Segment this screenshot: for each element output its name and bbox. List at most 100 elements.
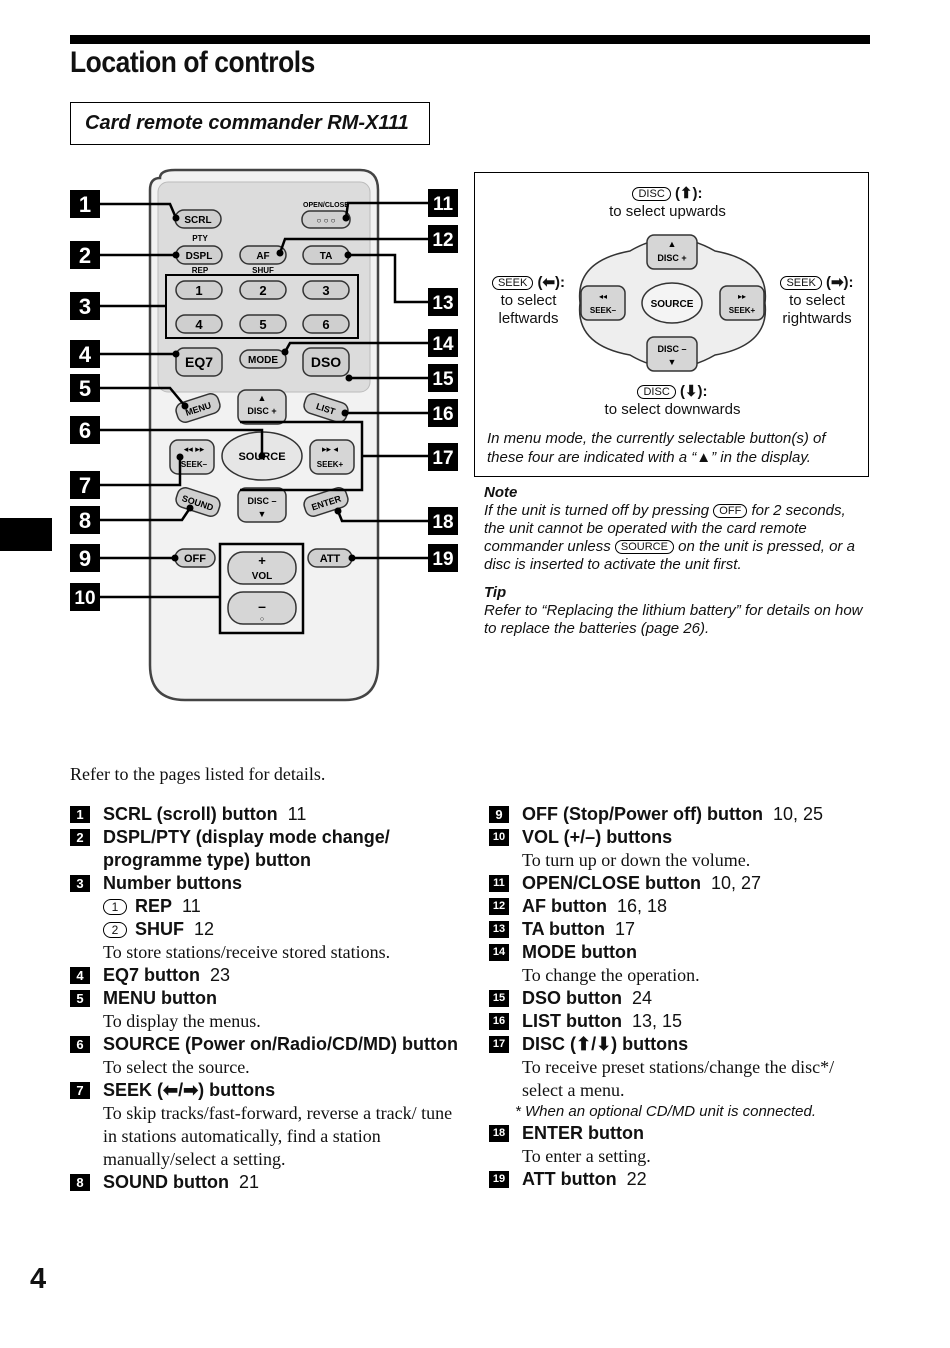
att-label: ATT [320, 553, 341, 565]
af-button [239, 245, 287, 265]
af-label: AF [256, 251, 269, 262]
up-arrow: (⬆): [674, 185, 703, 202]
note-section: Note If the unit is turned off by pressi… [484, 484, 864, 574]
item-number: 4 [70, 967, 90, 984]
item-number: 18 [489, 1125, 509, 1142]
line-6 [100, 428, 264, 456]
vol-up-button [227, 551, 297, 585]
item-label: TA button [522, 919, 605, 939]
disc-minus-button [237, 487, 287, 523]
dpad-disc-plus-label: DISC + [657, 253, 686, 263]
note-t3: on the unit is pressed, or a disc is ins… [484, 538, 855, 573]
footnote-mark: * [515, 1103, 521, 1120]
dpad-disc-plus [646, 234, 698, 270]
footnote-text: When an optional CD/MD unit is connected… [525, 1103, 816, 1120]
num-3-button [302, 280, 350, 300]
callout-18: 18 [432, 512, 453, 533]
scrl-label: SCRL [184, 215, 211, 226]
right-text-1: to select [789, 292, 845, 309]
page-number: 4 [30, 1263, 47, 1295]
item-number: 1 [70, 806, 90, 823]
disc-key-icon: DISC [632, 187, 671, 201]
page-title: Location of controls [70, 46, 315, 79]
disc-plus-arrow-icon: ▲ [258, 393, 267, 403]
item-number: 8 [70, 1174, 90, 1191]
ta-label: TA [320, 251, 333, 262]
seek-plus-button [309, 439, 355, 475]
seek-plus-label: SEEK+ [317, 460, 344, 469]
callout-box-12 [428, 225, 458, 253]
item-number: 5 [70, 990, 90, 1007]
dpad-up-caption: DISC (⬆): to select upwards [585, 185, 750, 221]
item-number: 16 [489, 1013, 509, 1030]
list-item-18: 18 ENTER button [489, 1122, 879, 1145]
left-text-2: leftwards [498, 310, 559, 327]
num-2-button [239, 280, 287, 300]
item-label: DSO button [522, 988, 622, 1008]
dpad-disc-minus-label: DISC – [657, 344, 686, 354]
disc-plus-label: DISC + [247, 406, 276, 416]
callout-19: 19 [432, 549, 453, 570]
header-rule [70, 35, 870, 44]
num-6-button [302, 314, 350, 334]
callout-box-8 [70, 506, 100, 534]
item-description: To receive preset stations/change the di… [522, 1057, 835, 1100]
right-arrow: (➡): [825, 274, 854, 291]
item-label: SEEK (⬅/➡) buttons [103, 1080, 276, 1100]
sub-label: SHUF [135, 919, 184, 939]
item-pages: 10, 27 [711, 873, 762, 893]
line-12 [278, 237, 428, 254]
callout-1: 1 [79, 192, 91, 217]
callout-17: 17 [432, 448, 453, 469]
callout-box-16 [428, 399, 458, 427]
disc-minus-label: DISC – [247, 496, 276, 506]
dpad-left-caption: SEEK (⬅): to select leftwards [481, 274, 576, 328]
callout-10: 10 [74, 588, 95, 609]
item-description: To display the menus. [103, 1011, 261, 1031]
tip-section: Tip Refer to “Replacing the lithium batt… [484, 584, 864, 638]
item-pages: 11 [287, 804, 307, 824]
item-number: 6 [70, 1036, 90, 1053]
sub-label: REP [135, 896, 173, 916]
callout-16: 16 [432, 404, 453, 425]
callout-box-5 [70, 374, 100, 402]
vol-minus-icon: – [258, 598, 266, 614]
num-1-button [175, 280, 223, 300]
vol-frame [218, 542, 305, 635]
callout-2: 2 [79, 243, 91, 268]
seek-minus-label: SEEK– [181, 460, 208, 469]
callout-box-19 [428, 544, 458, 572]
left-text-1: to select [500, 292, 557, 309]
section-tab [0, 518, 52, 551]
callout-box-3 [70, 292, 100, 320]
line-1 [100, 202, 178, 219]
callout-box-6 [70, 416, 100, 444]
item-label: AF button [522, 896, 607, 916]
dpad-explanation-box: DISC (⬆): to select upwards SEEK (⬅): to… [474, 172, 869, 477]
tip-heading: Tip [484, 584, 507, 601]
seek-key-icon-right: SEEK [780, 276, 822, 290]
callout-5: 5 [79, 376, 91, 401]
callout-11: 11 [433, 194, 454, 215]
callout-box-13 [428, 288, 458, 316]
line-8 [100, 507, 192, 522]
item-number: 2 [70, 829, 90, 846]
subtitle: Card remote commander RM-X111 [85, 112, 409, 134]
num-1-label: 1 [195, 283, 202, 298]
source-key-icon: SOURCE [614, 540, 674, 554]
item-pages: 13, 15 [631, 1011, 683, 1031]
callout-15: 15 [432, 369, 454, 390]
item-description: To enter a setting. [522, 1146, 651, 1166]
dpad-seek-minus [580, 285, 626, 321]
item-label: ENTER button [522, 1123, 644, 1143]
vol-label: VOL [252, 571, 273, 582]
callout-9: 9 [79, 546, 91, 571]
item-label: OFF (Stop/Power off) button [522, 804, 763, 824]
